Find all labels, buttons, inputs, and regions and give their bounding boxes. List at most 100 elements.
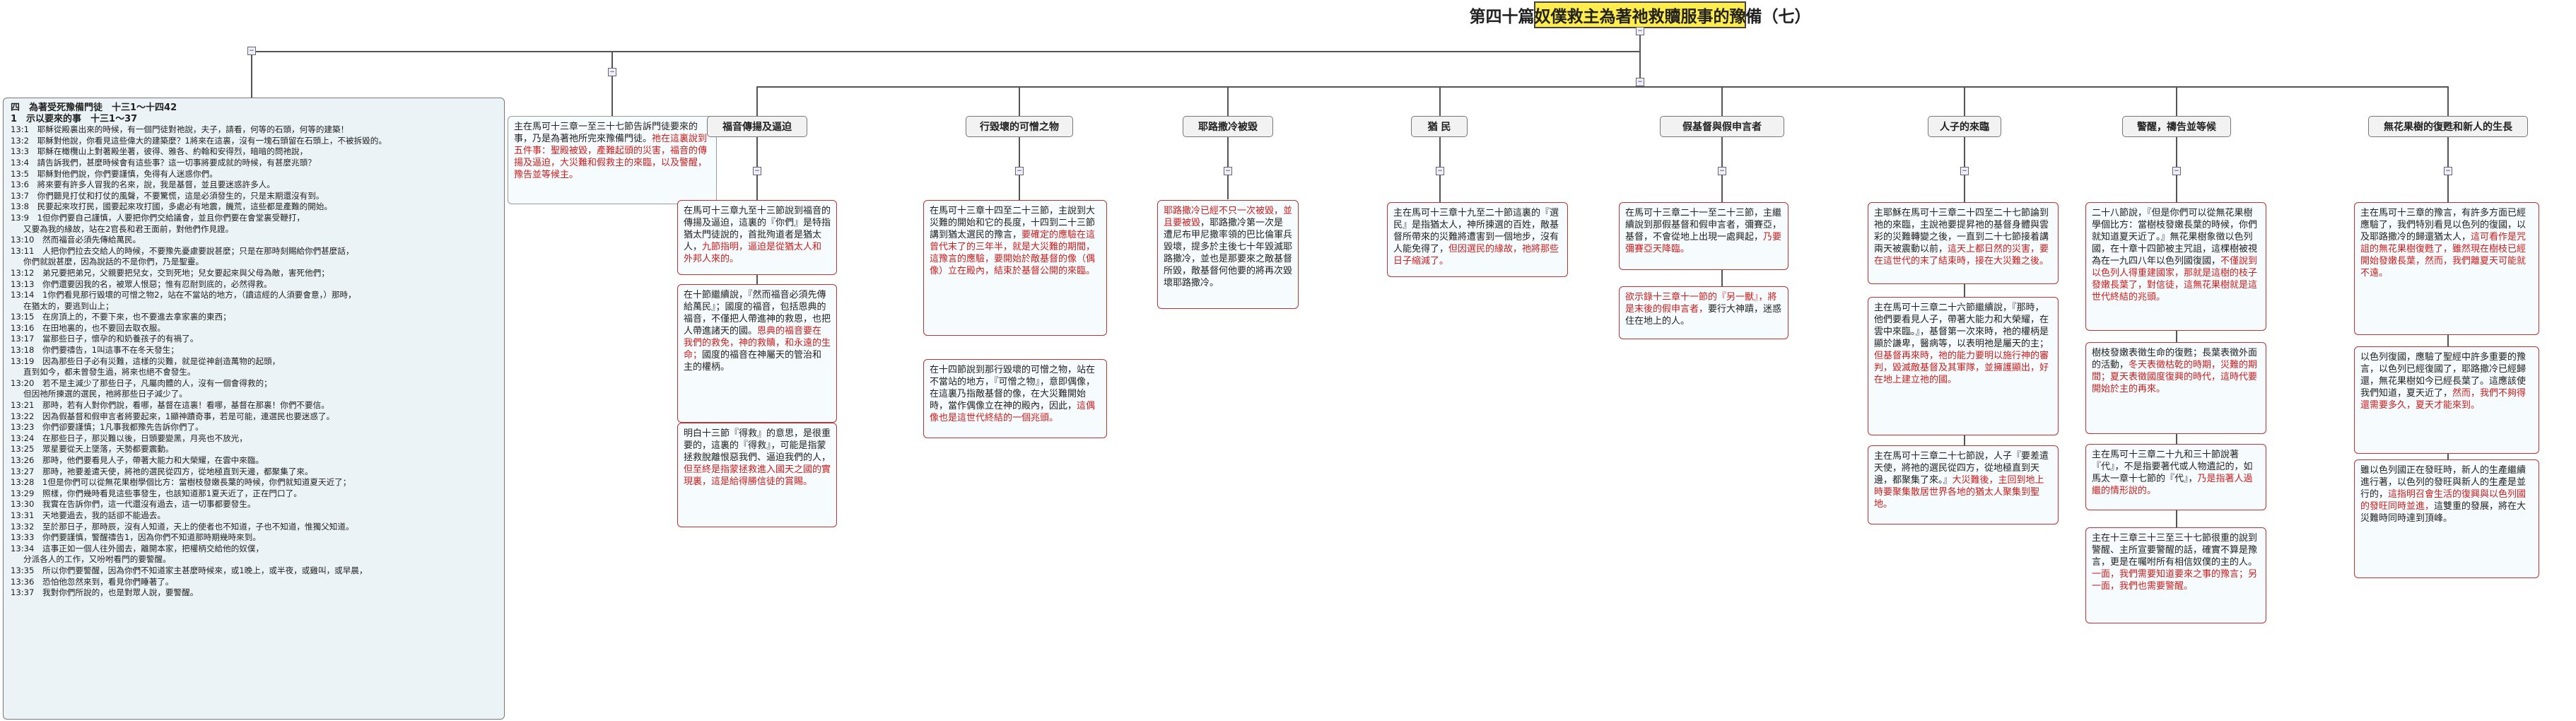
verse-text: 民要起來攻打民，國要起來攻打國，多處必有地震，饑荒，這些都是產難的開始。 [37, 201, 333, 212]
verse-text: 你們卻要謹慎；1凡事我都豫先告訴你們了。 [42, 422, 204, 433]
verse-ref: 13:14 [11, 290, 35, 300]
verse-ref: 13:33 [11, 532, 35, 543]
collapse-handle-icon[interactable]: − [1436, 167, 1444, 175]
gospel-node-3[interactable]: 明白十三節『得救』的意思，是很重要的，這裏的『得救』，可能是指蒙拯救脫離恨惡我們… [677, 423, 837, 527]
heading-jews[interactable]: 猶 民 [1411, 116, 1468, 137]
verse-text: 在那些日子，那災難以後，日頭要變黑，月亮也不放光， [42, 433, 247, 443]
verse-line: 在猶太的，要逃到山上； [11, 301, 497, 312]
abomination-node-2[interactable]: 在十四節說到那行毀壞的可憎之物，站在不當站的地方，『可憎之物』，意即偶像，在這裏… [923, 359, 1107, 438]
fig-tree-node-2[interactable]: 以色列復國，應驗了聖經中許多重要的豫言，以色列已經復國了，耶路撒冷已經歸還，無花… [2354, 346, 2539, 454]
verse-ref: 13:36 [11, 576, 35, 587]
verse-line: 13:29 照樣，你們幾時看見這些事發生，也該知道那1夏天近了，正在門口了。 [11, 488, 497, 500]
verse-ref: 13:32 [11, 521, 35, 532]
verse-text: 在田地裏的，也不要回去取衣服。 [42, 322, 165, 333]
heading-gospel[interactable]: 福音傳揚及逼迫 [707, 116, 807, 137]
verse-line: 13:31 天地要過去，我的話卻不能過去。 [11, 510, 497, 522]
verse-line: 13:11 人把你們拉去交給人的時候，不要豫先憂慮要說甚麼；只是在那時刻賜給你們… [11, 246, 497, 257]
node-text: 以色列復國，應驗了聖經中許多重要的豫言，以色列已經復國了，耶路撒冷已經歸還，無花… [2360, 352, 2527, 399]
verse-line: 13:10 然而福音必須先傳給萬民。 [11, 235, 497, 246]
verse-text: 因為假基督和假申言者將要起來，1顯神蹟奇事，若是可能，連選民也要迷惑了。 [42, 411, 335, 421]
collapse-handle-icon[interactable]: − [1960, 167, 1969, 175]
verse-text: 1但你們要自己謹慎，人要把你們交給議會，並且你們要在會堂裏受鞭打， [37, 212, 305, 223]
gospel-node-2[interactable]: 在十節繼續說，『然而福音必須先傳給萬民』；國度的福音，包括恩典的福音，不僅把人帶… [677, 284, 837, 423]
collapse-handle-icon[interactable]: − [2444, 167, 2452, 175]
summary-node[interactable]: 主在馬可十三章一至三十七節告訴門徒要來的事，乃是為著祂所完來豫備門徒。祂在這裏說… [508, 116, 717, 204]
false-christ-node-2[interactable]: 欲示錄十三章十一節的『另一獸』，將是末後的假申言者，要行大神蹟，迷惑住在地上的人… [1619, 286, 1788, 339]
son-of-man-node-2[interactable]: 主在馬可十三章二十六節繼續說，『那時，他們要看見人子，帶著大能力和大榮耀，在雲中… [1868, 297, 2059, 435]
node-text: 在十節繼續說，『然而福音必須先傳給萬民』；國度的福音，包括恩典的福音，不僅把人帶… [684, 290, 831, 336]
heading-abomination[interactable]: 行毀壞的可憎之物 [966, 116, 1073, 137]
node-highlight: 這偶像也是這世代終結的一個兆頭。 [930, 401, 1096, 423]
connector-outline [251, 51, 252, 98]
collapse-handle-icon[interactable]: − [1015, 167, 1024, 175]
verse-ref: 13:8 [11, 201, 30, 212]
verse-line: 13:36 恐怕他忽然來到，看見你們睡著了。 [11, 577, 497, 588]
fig-tree-node-1[interactable]: 主在馬可十三章的豫言，有許多方面已經應驗了，我們特別看見以色列的復國，以及耶路撒… [2354, 202, 2539, 335]
node-highlight: 耶路撒冷已經不只一次被毀，並且要被毀 [1164, 206, 1293, 228]
outline-heading: 四 為著受死豫備門徒 十三1～十四42 [11, 102, 177, 113]
verse-ref: 13:18 [11, 345, 35, 356]
son-of-man-node-3[interactable]: 主在馬可十三章二十七節說，人子『要差遣天使，將祂的選民從四方，從地極直到天邊，都… [1868, 445, 2059, 524]
node-text: 在馬可十三章二十一至二十三節，主繼續說到那假基督和假申言者，彌賽亞，基督，不會從… [1625, 208, 1782, 242]
heading-son-of-man[interactable]: 人子的來臨 [1928, 116, 2001, 137]
verse-text: 分派各人的工作，又吩咐看門的要警醒。 [23, 554, 171, 565]
node-highlight: 然而，我們不夠得還需要多久，夏天才能來到。 [2360, 388, 2527, 411]
collapse-handle-icon[interactable]: − [753, 167, 761, 175]
false-christ-node-1[interactable]: 在馬可十三章二十一至二十三節，主繼續說到那假基督和假申言者，彌賽亞，基督，不會從… [1619, 202, 1788, 270]
connector-h5 [1721, 86, 1723, 116]
heading-jerusalem[interactable]: 耶路撒冷被毀 [1183, 116, 1273, 137]
verse-text: 那時，若有人對你們說，看哪，基督在這裏！看哪，基督在那裏！你們不要信。 [42, 400, 329, 411]
collapse-handle-icon[interactable]: − [1718, 167, 1726, 175]
verse-text: 耶穌對他們說，你們要謹慎，免得有人迷惑你們。 [37, 168, 218, 179]
node-highlight: 不僅說到以色列人得重建國家，那就是這樹的枝子發嫩長葉了，對信徒，這無花果樹就是這… [2092, 256, 2258, 303]
watch-node-3[interactable]: 主在馬可十三章二十九和三十節說著『代』，不是指要著代或人物遺記的，如馬太一章十七… [2085, 444, 2266, 510]
verse-line: 13:8 民要起來攻打民，國要起來攻打國，多處必有地震，饑荒，這些都是產難的開始… [11, 201, 497, 213]
verse-ref: 13:5 [11, 168, 30, 179]
verse-text: 1你們看見那行毀壞的可憎之物2，站在不當站的地方，（讀這經的人須要會意，）那時， [42, 290, 356, 300]
verse-ref: 13:20 [11, 377, 35, 388]
verse-line: 13:1 耶穌從殿裏出來的時候，有一個門徒對祂說，夫子，請看，何等的石頭，何等的… [11, 124, 497, 136]
jews-node[interactable]: 主在馬可十三章十九至二十節這裏的『選民』是指猶太人，神所揀選的百姓，敵基督所帶來… [1387, 202, 1568, 277]
son-of-man-node-1[interactable]: 主耶穌在馬可十三章二十四至二十七節論到祂的來臨，主說祂要提昇祂的基督身體與雲彩的… [1868, 202, 2059, 284]
node-text: 主在十三章三十三至三十七節很重的說到警醒、主所宣要警醒的話，確實不算是豫言，更是… [2092, 533, 2258, 568]
collapse-handle-icon[interactable]: − [1636, 78, 1644, 86]
verse-line: 13:25 眾星要從天上墜落，天勢都要震動。 [11, 444, 497, 455]
verse-ref: 13:6 [11, 180, 30, 190]
collapse-handle-icon[interactable]: − [247, 47, 256, 55]
node-highlight: 乃要彌賽亞天降臨。 [1625, 232, 1782, 254]
verse-ref: 13:11 [11, 245, 35, 256]
verse-text: 1但是你們可以從無花果樹學個比方：當樹枝發嫩長葉的時候，你們就知道夏天近了； [42, 477, 351, 488]
verse-line: 13:20 若不是主減少了那些日子，凡屬肉體的人，沒有一個會得救的； [11, 378, 497, 389]
verse-line: 13:12 弟兄要把弟兄，父親要把兒女，交到死地；兒女要起來與父母為敵，害死他們… [11, 268, 497, 279]
collapse-handle-icon[interactable]: − [608, 68, 616, 76]
verse-line: 13:28 1但是你們可以從無花果樹學個比方：當樹枝發嫩長葉的時候，你們就知道夏… [11, 477, 497, 488]
verse-list: 13:1 耶穌從殿裏出來的時候，有一個門徒對祂說，夫子，請看，何等的石頭，何等的… [11, 124, 497, 599]
fig-tree-node-3[interactable]: 雖以色列國正在發旺時，新人的生產繼續進行著，以色列的發旺與新人的生產是並行的，這… [2354, 459, 2539, 578]
jerusalem-node[interactable]: 耶路撒冷已經不只一次被毀，並且要被毀，耶路撒冷第一次是遭尼布甲尼撒率領的巴比倫軍… [1157, 200, 1299, 309]
heading-false-christs[interactable]: 假基督與假申言者 [1660, 116, 1784, 137]
heading-fig-tree[interactable]: 無花果樹的復甦和新人的生長 [2368, 116, 2528, 137]
collapse-handle-icon[interactable]: − [1636, 27, 1644, 35]
watch-node-1[interactable]: 二十八節說，『但是你們可以從無花果樹學個比方：當樹枝發嫩長葉的時候，你們就知道夏… [2085, 202, 2266, 331]
node-text: 樹枝發嫩表徵生命的復甦；長葉表徵外面的活動， [2092, 348, 2258, 370]
collapse-handle-icon[interactable]: − [1224, 167, 1232, 175]
abomination-node-1[interactable]: 在馬可十三章十四至二十三節，主說到大災難的開始和它的長度，十四到二十三節講到猶太… [923, 200, 1107, 336]
verse-text: 你們要禱告，1叫這事不在冬天發生； [42, 345, 179, 356]
verse-text: 你們要謹慎，警醒禱告1，因為你們不知道那時期幾時來到。 [42, 532, 261, 543]
verse-line: 分派各人的工作，又吩咐看門的要警醒。 [11, 554, 497, 565]
watch-node-4[interactable]: 主在十三章三十三至三十七節很重的說到警醒、主所宣要警醒的話，確實不算是豫言，更是… [2085, 527, 2266, 623]
gospel-node-1[interactable]: 在馬可十三章九至十三節說到福音的傳揚及逼迫，這裏的『你們』是特指猶太門徒說的，首… [677, 200, 837, 275]
node-text: 雖以色列國正在發旺時，新人的生產繼續進行著，以色列的發旺與新人的生產是並行的， [2360, 465, 2527, 500]
verse-line: 但因祂所揀選的選民，祂將那些日子減少了。 [11, 389, 497, 400]
node-highlight: 大災難後，主回到地上時要聚集散居世界各地的猶太人聚集到聖地。 [1874, 475, 2044, 510]
node-text: 主在馬可十三章的豫言，有許多方面已經應驗了，我們特別看見以色列的復國，以及耶路撒… [2360, 208, 2527, 242]
verse-line: 13:23 你們卻要謹慎；1凡事我都豫先告訴你們了。 [11, 422, 497, 433]
verse-text: 你們聽見打仗和打仗的風聲，不要驚慌，這是必須發生的，只是末期還沒有到。 [37, 190, 324, 201]
heading-watch[interactable]: 警醒，禱告並等候 [2122, 116, 2231, 137]
node-text: 在十四節說到那行毀壞的可憎之物，站在不當站的地方，『可憎之物』，意即偶像，在這裏… [930, 365, 1096, 411]
verse-line: 13:7 你們聽見打仗和打仗的風聲，不要驚慌，這是必須發生的，只是末期還沒有到。 [11, 191, 497, 202]
collapse-handle-icon[interactable]: − [2172, 167, 2181, 175]
watch-node-2[interactable]: 樹枝發嫩表徵生命的復甦；長葉表徵外面的活動，冬天表徵枯乾的時期，災難的期間；夏天… [2085, 342, 2266, 434]
node-text: 主在馬可十三章十九至二十節這裏的『選民』是指猶太人，神所揀選的百姓，敵基督所帶來… [1393, 208, 1559, 254]
verse-text: 耶穌從殿裏出來的時候，有一個門徒對祂說，夫子，請看，何等的石頭，何等的建築！ [37, 124, 349, 135]
